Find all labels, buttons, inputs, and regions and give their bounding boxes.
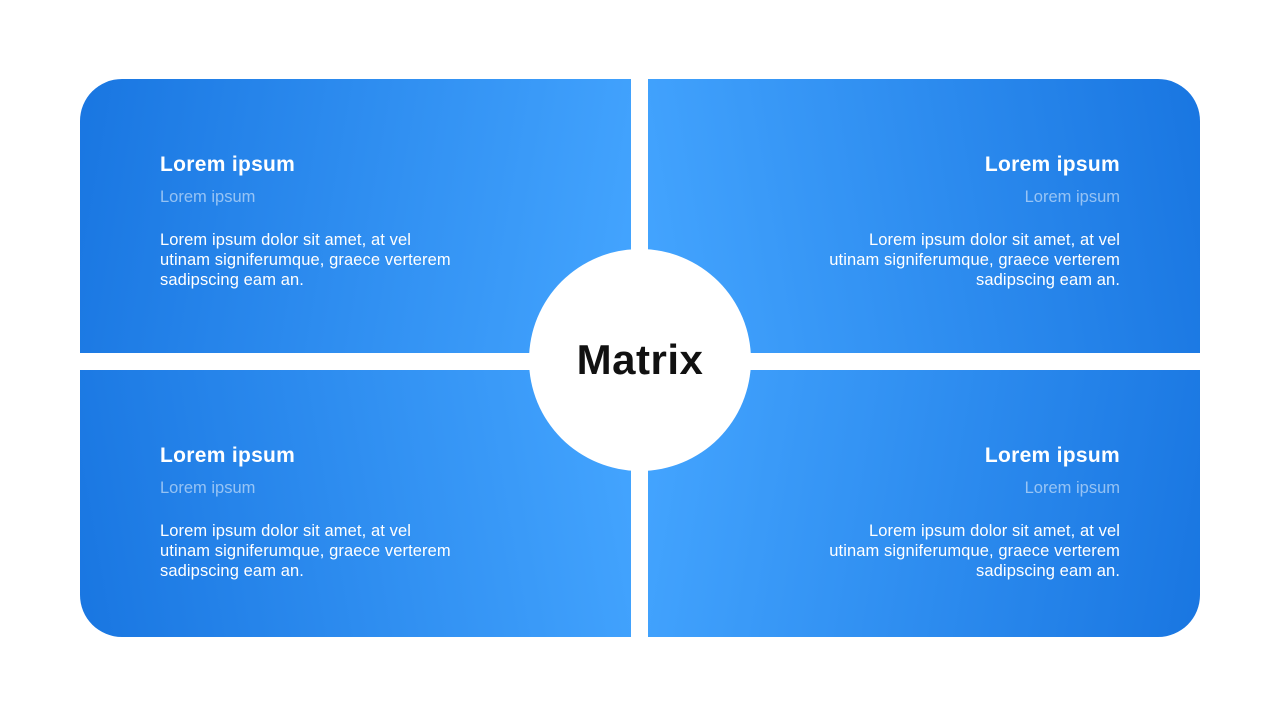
quadrant-title: Lorem ipsum [160, 153, 296, 176]
quadrant-body-text: Lorem ipsum dolor sit amet, at vel utina… [160, 522, 451, 580]
quadrant-top-right-content: Lorem ipsum Lorem ipsum Lorem ipsum dolo… [648, 79, 1200, 290]
center-circle: Matrix [529, 249, 751, 471]
quadrant-title: Lorem ipsum [160, 444, 296, 467]
quadrant-bottom-right-content: Lorem ipsum Lorem ipsum Lorem ipsum dolo… [648, 370, 1200, 581]
quadrant-subtitle: Lorem ipsum [1024, 188, 1120, 206]
quadrant-subtitle: Lorem ipsum [160, 479, 256, 497]
quadrant-subtitle: Lorem ipsum [160, 188, 256, 206]
quadrant-title: Lorem ipsum [984, 153, 1120, 176]
quadrant-top-left: Lorem ipsum Lorem ipsum Lorem ipsum dolo… [80, 79, 631, 353]
quadrant-top-right: Lorem ipsum Lorem ipsum Lorem ipsum dolo… [648, 79, 1200, 353]
quadrant-title: Lorem ipsum [984, 444, 1120, 467]
quadrant-bottom-left: Lorem ipsum Lorem ipsum Lorem ipsum dolo… [80, 370, 631, 637]
quadrant-bottom-right: Lorem ipsum Lorem ipsum Lorem ipsum dolo… [648, 370, 1200, 637]
matrix-title: Matrix [576, 336, 704, 383]
quadrant-top-left-content: Lorem ipsum Lorem ipsum Lorem ipsum dolo… [80, 79, 631, 290]
quadrant-bottom-left-content: Lorem ipsum Lorem ipsum Lorem ipsum dolo… [80, 370, 631, 581]
quadrant-subtitle: Lorem ipsum [1024, 479, 1120, 497]
quadrant-body-text: Lorem ipsum dolor sit amet, at vel utina… [829, 231, 1120, 289]
quadrant-body-text: Lorem ipsum dolor sit amet, at vel utina… [160, 231, 451, 289]
quadrant-body-text: Lorem ipsum dolor sit amet, at vel utina… [829, 522, 1120, 580]
